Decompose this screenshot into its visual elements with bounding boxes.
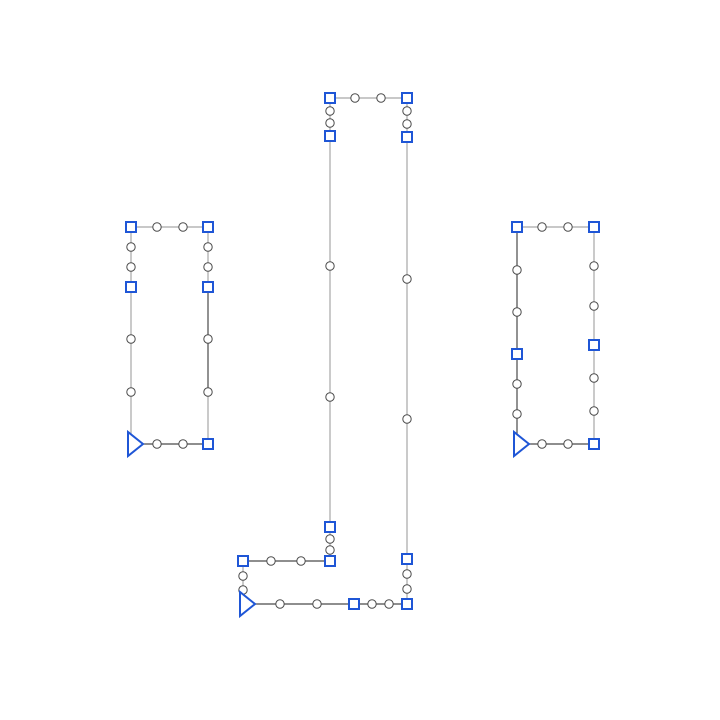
control-handle[interactable] (126, 242, 136, 252)
anchor-points (125, 92, 600, 619)
j-anchor-top-left[interactable] (324, 92, 336, 104)
j-anchor-hook-right[interactable] (324, 555, 336, 567)
control-handle[interactable] (296, 556, 306, 566)
control-handle[interactable] (402, 584, 412, 594)
right-rect-anchor-mid-left[interactable] (511, 348, 523, 360)
left-rect-anchor-bottom-right[interactable] (202, 438, 214, 450)
control-handle[interactable] (178, 439, 188, 449)
control-handle[interactable] (325, 106, 335, 116)
control-handle[interactable] (203, 242, 213, 252)
j-anchor-left-lower[interactable] (324, 521, 336, 533)
left-rect-anchor-mid-right[interactable] (202, 281, 214, 293)
control-handle[interactable] (589, 373, 599, 383)
control-handle[interactable] (512, 265, 522, 275)
control-handle[interactable] (325, 261, 335, 271)
control-handle[interactable] (312, 599, 322, 609)
control-handle[interactable] (152, 222, 162, 232)
right-rect-anchor-mid-right[interactable] (588, 339, 600, 351)
control-handle[interactable] (350, 93, 360, 103)
control-handle[interactable] (563, 439, 573, 449)
control-handle[interactable] (325, 118, 335, 128)
control-handle[interactable] (402, 569, 412, 579)
path-segments (130, 97, 595, 605)
control-handle[interactable] (589, 301, 599, 311)
j-anchor-top-right[interactable] (401, 92, 413, 104)
right-rect-anchor-bottom-right[interactable] (588, 438, 600, 450)
right-rect-anchor-top-left[interactable] (511, 221, 523, 233)
control-handle[interactable] (238, 571, 248, 581)
control-handle[interactable] (512, 379, 522, 389)
control-handle[interactable] (126, 262, 136, 272)
left-rect-anchor-mid-left[interactable] (125, 281, 137, 293)
control-handle[interactable] (152, 439, 162, 449)
control-handle[interactable] (203, 334, 213, 344)
control-handle[interactable] (203, 262, 213, 272)
control-handle[interactable] (367, 599, 377, 609)
control-handle[interactable] (384, 599, 394, 609)
control-handle[interactable] (266, 556, 276, 566)
control-handle[interactable] (512, 307, 522, 317)
control-handle[interactable] (402, 274, 412, 284)
control-handle[interactable] (537, 222, 547, 232)
control-handles (126, 93, 599, 609)
left-rect-anchor-top-left[interactable] (125, 221, 137, 233)
j-anchor-right-lower[interactable] (401, 553, 413, 565)
control-handle[interactable] (325, 545, 335, 555)
control-handle[interactable] (203, 387, 213, 397)
control-handle[interactable] (376, 93, 386, 103)
control-handle[interactable] (275, 599, 285, 609)
j-anchor-hook-left[interactable] (237, 555, 249, 567)
left-rect-start-marker[interactable] (127, 429, 145, 459)
control-handle[interactable] (402, 106, 412, 116)
right-rect-anchor-top-right[interactable] (588, 221, 600, 233)
control-handle[interactable] (537, 439, 547, 449)
control-handle[interactable] (402, 119, 412, 129)
control-handle[interactable] (563, 222, 573, 232)
left-rect-anchor-top-right[interactable] (202, 221, 214, 233)
control-handle[interactable] (126, 387, 136, 397)
control-handle[interactable] (589, 261, 599, 271)
control-handle[interactable] (402, 414, 412, 424)
control-handle[interactable] (126, 334, 136, 344)
control-handle[interactable] (325, 392, 335, 402)
j-anchor-right-upper[interactable] (401, 131, 413, 143)
j-anchor-bottom-right[interactable] (401, 598, 413, 610)
j-anchor-bottom-mid[interactable] (348, 598, 360, 610)
control-handle[interactable] (512, 409, 522, 419)
control-handle[interactable] (325, 534, 335, 544)
j-start-marker[interactable] (239, 589, 257, 619)
control-handle[interactable] (178, 222, 188, 232)
right-rect-start-marker[interactable] (513, 429, 531, 459)
control-handle[interactable] (589, 406, 599, 416)
j-anchor-left-upper[interactable] (324, 130, 336, 142)
